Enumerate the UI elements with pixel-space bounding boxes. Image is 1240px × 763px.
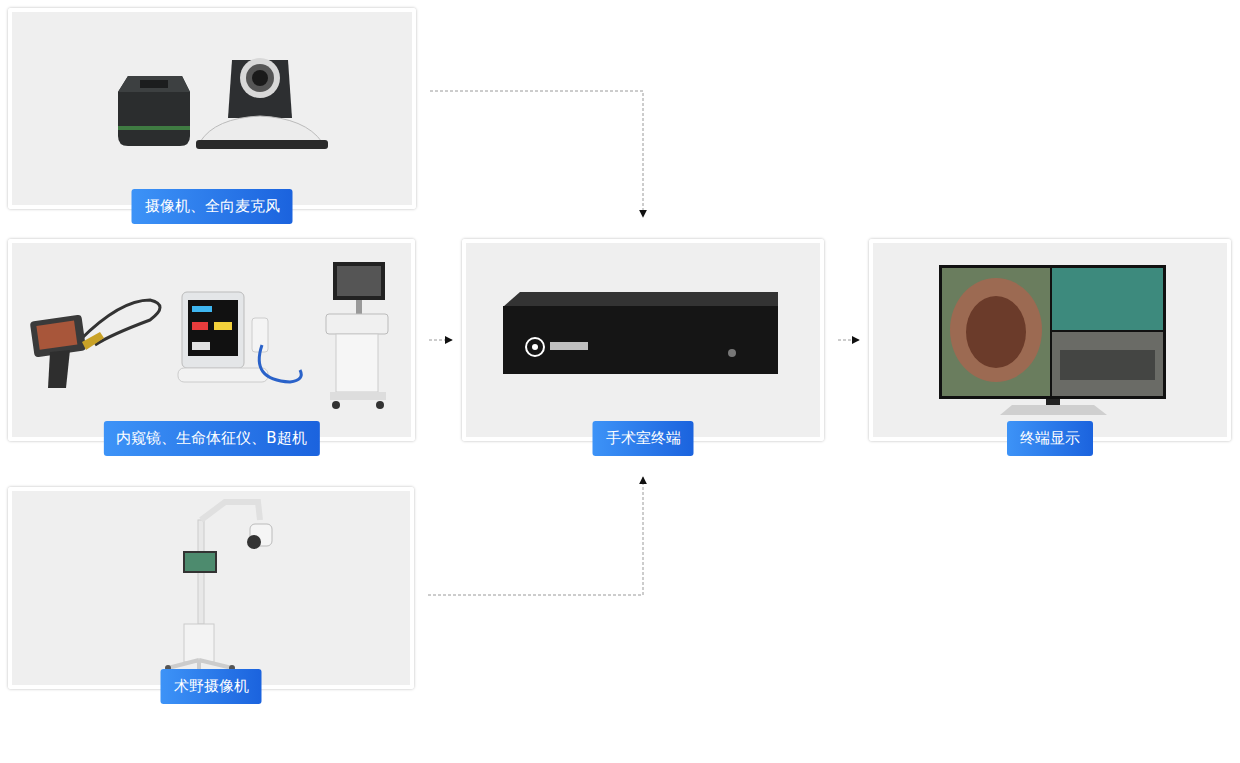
dashed-connector xyxy=(429,340,452,341)
panel-ground xyxy=(873,243,1227,437)
panel-ground xyxy=(12,491,410,685)
endoscope-icon xyxy=(30,300,160,388)
panel-ground xyxy=(12,243,411,437)
dashed-connector xyxy=(430,91,643,217)
device-panel: 术野摄像机 xyxy=(8,487,414,689)
tv-display-icon xyxy=(939,265,1166,415)
panel-label: 终端显示 xyxy=(1007,421,1093,456)
microphone-icon xyxy=(118,76,190,146)
surgical-camera-stand-icon xyxy=(165,502,272,672)
panel-label: 内窥镜、生命体征仪、B超机 xyxy=(103,421,319,456)
panel-label: 摄像机、全向麦克风 xyxy=(132,189,293,224)
ultrasound-icon xyxy=(326,262,388,409)
panel-ground xyxy=(12,12,412,205)
dashed-connector xyxy=(838,340,859,341)
vital-monitor-icon xyxy=(178,292,301,382)
panel-ground xyxy=(466,243,820,437)
device-panel: 手术室终端 xyxy=(462,239,824,441)
panel-label: 术野摄像机 xyxy=(161,669,262,704)
ptz-camera-icon xyxy=(196,58,328,149)
dashed-connector xyxy=(428,477,643,595)
terminal-box-icon xyxy=(503,292,778,374)
panel-label: 手术室终端 xyxy=(593,421,694,456)
device-panel: 终端显示 xyxy=(869,239,1231,441)
device-panel: 内窥镜、生命体征仪、B超机 xyxy=(8,239,415,441)
device-panel: 摄像机、全向麦克风 xyxy=(8,8,416,209)
